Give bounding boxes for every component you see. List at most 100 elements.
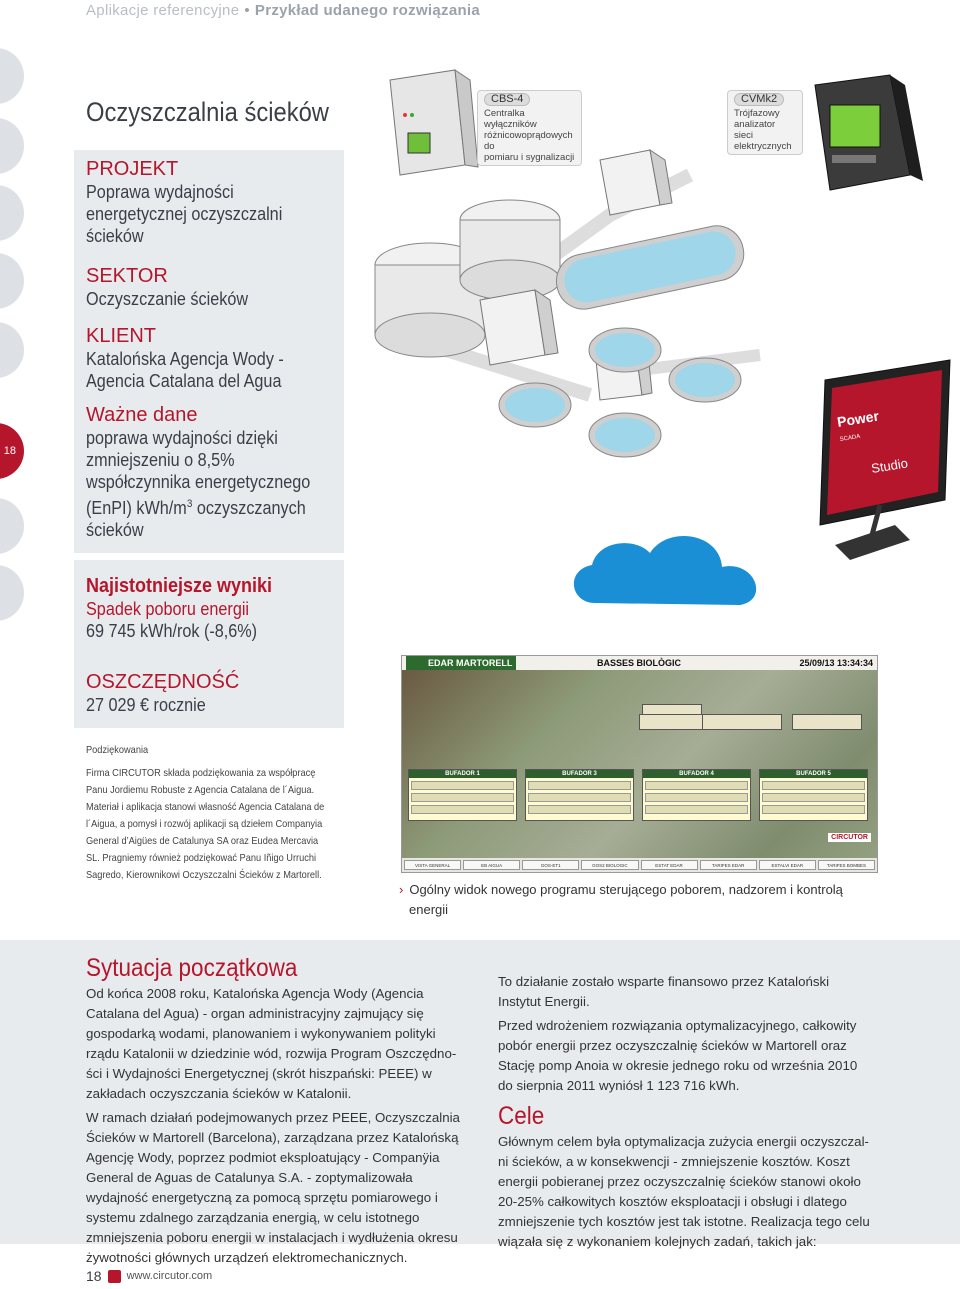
ack-line: Firma CIRCUTOR składa podziękowania za w… xyxy=(86,767,316,779)
scada-tab[interactable]: ESTALVI EDAR xyxy=(758,860,816,870)
scada-tab[interactable]: GOS2 BIOLOGIC xyxy=(581,860,639,870)
text-line: W ramach działań podejmowanych przez PEE… xyxy=(86,1110,460,1125)
results-label: Najistotniejsze wyniki xyxy=(86,575,273,597)
text-line: 20-25% całkowitych kosztów eksploatacji … xyxy=(498,1194,847,1209)
savings-block: OSZCZĘDNOŚĆ 27 029 € rocznie xyxy=(86,670,336,716)
text-line: zmniejszenie tych kosztów jest tak istot… xyxy=(498,1214,870,1229)
circutor-logo: CIRCUTOR xyxy=(828,833,871,842)
breadcrumb-section: Aplikacje referencyjne xyxy=(86,2,240,19)
goals-paragraph: Głównym celem była optymalizacja zużycia… xyxy=(498,1132,898,1252)
side-tab[interactable] xyxy=(0,565,24,621)
enpi-text-end: oczyszczanych xyxy=(192,498,306,518)
consumption-paragraph: Przed wdrożeniem rozwiązania optymalizac… xyxy=(498,1016,898,1096)
scada-timestamp: 25/09/13 13:34:34 xyxy=(799,658,873,668)
situation-paragraph: W ramach działań podejmowanych przez PEE… xyxy=(86,1108,466,1268)
text-line: To działanie zostało wsparte finansowo p… xyxy=(498,974,830,989)
project-label: PROJEKT xyxy=(86,158,179,180)
page-title: Oczyszczalnia ścieków xyxy=(86,97,329,127)
scada-indicator xyxy=(702,714,782,730)
blower-panel[interactable]: BUFADOR 5 xyxy=(759,769,868,821)
scada-tab[interactable]: VISTA GENERAL xyxy=(404,860,462,870)
situation-paragraph: Od końca 2008 roku, Katalońska Agencja W… xyxy=(86,984,466,1104)
side-tab[interactable] xyxy=(0,322,24,378)
text-line: gospodarką wodami, planowaniem i wykonyw… xyxy=(86,1026,436,1041)
enpi-text: (EnPI) kWh/m xyxy=(86,498,187,518)
side-tab[interactable] xyxy=(0,118,24,174)
blower-panel[interactable]: BUFADOR 1 xyxy=(408,769,517,821)
goals-title: Cele xyxy=(498,1102,545,1130)
text-line: energii pobieranej przez oczyszczalnię ś… xyxy=(498,1174,861,1189)
sector-text: Oczyszczanie ścieków xyxy=(86,289,249,309)
caption-arrow: › xyxy=(399,882,404,897)
key-data-label: Ważne dane xyxy=(86,404,198,426)
blower-title: BUFADOR 3 xyxy=(526,770,633,778)
key-data-text: poprawa wydajności dzięki zmniejszeniu o… xyxy=(86,427,311,541)
blower-panel[interactable]: BUFADOR 3 xyxy=(525,769,634,821)
project-panel xyxy=(74,150,344,553)
clarifier-basin-icon xyxy=(588,327,662,373)
clarifier-basin-icon xyxy=(498,382,572,428)
footer-url[interactable]: www.circutor.com xyxy=(126,1270,213,1282)
blower-panel[interactable]: BUFADOR 4 xyxy=(642,769,751,821)
building-icon xyxy=(479,288,559,366)
ack-line: Panu Jordiemu Robuste z Agencia Catalana… xyxy=(86,784,315,796)
sector-block: SEKTOR Oczyszczanie ścieków xyxy=(86,264,336,310)
side-tab[interactable] xyxy=(0,253,24,309)
text-line: systemu zdalnego zarządzania energią, w … xyxy=(86,1210,420,1225)
blower-title: BUFADOR 4 xyxy=(643,770,750,778)
article-band xyxy=(0,940,960,1244)
project-line: ścieków xyxy=(86,226,144,246)
text-line: zakładach oczyszczania ścieków w Katalon… xyxy=(86,1086,352,1101)
results-block: Najistotniejsze wyniki Spadek poboru ene… xyxy=(86,574,336,642)
project-line: Poprawa wydajności xyxy=(86,182,234,202)
ack-line: l´Aigua, a pomysł i rozwój aplikacji są … xyxy=(86,818,323,830)
scada-tab[interactable]: TARIFES BOMBES xyxy=(817,860,875,870)
scada-tab[interactable]: EB AIGUA xyxy=(463,860,521,870)
key-data-line: (EnPI) kWh/m3 oczyszczanych xyxy=(86,493,311,519)
key-data-line: poprawa wydajności dzięki xyxy=(86,428,278,448)
cloud-icon xyxy=(573,536,757,605)
text-line: Stację pomp Anoia w okresie jednego roku… xyxy=(498,1058,858,1073)
side-tab-current-page[interactable]: 18 xyxy=(0,423,24,479)
clarifier-basin-icon xyxy=(668,357,742,403)
side-tab[interactable] xyxy=(0,185,24,241)
cbs4-desc-line: Centralka wyłączników xyxy=(484,108,537,130)
text-line: Catalana del Agua) - organ administracyj… xyxy=(86,1006,424,1021)
client-line: Katalońska Agencja Wody - xyxy=(86,349,284,369)
breadcrumb: Aplikacje referencyjne•Przykład udanego … xyxy=(86,2,480,19)
clarifier-basin-icon xyxy=(555,225,745,310)
page-footer: 18 www.circutor.com xyxy=(86,1268,212,1284)
cvmk2-desc-line: analizator sieci xyxy=(734,119,776,141)
ack-line: Materiał i aplikacja stanowi własność Ag… xyxy=(86,801,325,813)
client-label: KLIENT xyxy=(86,325,157,347)
caption-line: energii xyxy=(409,902,449,917)
circutor-logo-icon xyxy=(107,1269,121,1283)
scada-tab[interactable]: TARIFES EDAR xyxy=(699,860,757,870)
results-sub: Spadek poboru energii xyxy=(86,599,250,619)
text-line: Od końca 2008 roku, Katalońska Agencja W… xyxy=(86,986,424,1001)
project-block: PROJEKT Poprawa wydajności energetycznej… xyxy=(86,157,336,247)
text-line: General de Aguas de Catalunya S.A. - zop… xyxy=(86,1170,413,1185)
client-text: Katalońska Agencja Wody - Agencia Catala… xyxy=(86,348,311,392)
scada-tab[interactable]: GOS-ET1 xyxy=(522,860,580,870)
key-data-line: współczynnika energetycznego xyxy=(86,472,311,492)
text-line: do sierpnia 2011 wyniósł 1 123 716 kWh. xyxy=(498,1078,740,1093)
scada-tab-bar: VISTA GENERAL EB AIGUA GOS-ET1 GOS2 BIOL… xyxy=(402,858,877,872)
side-tab[interactable] xyxy=(0,48,24,104)
ack-line: SL. Pragniemy również podziękować Panu I… xyxy=(86,852,317,864)
clarifier-basin-icon xyxy=(588,412,662,458)
text-line: rządu Katalonii w dziedzinie wód, rozwij… xyxy=(86,1046,457,1061)
scada-indicator xyxy=(792,714,862,730)
scada-view-title: BASSES BIOLÒGIC xyxy=(597,658,682,668)
text-line: wydajność energetyczną za pomocą sprzętu… xyxy=(86,1190,438,1205)
text-line: zmniejszenia poboru energii w instalacja… xyxy=(86,1230,458,1245)
breadcrumb-subsection: Przykład udanego rozwiązania xyxy=(254,2,481,19)
installation-illustration: Power Studio SCADA xyxy=(374,68,951,605)
side-tab[interactable] xyxy=(0,498,24,554)
text-line: ni ścieków, a w konsekwencji - zmniejsze… xyxy=(498,1154,850,1169)
cbs4-device-icon xyxy=(389,68,479,176)
situation-title: Sytuacja początkowa xyxy=(86,954,298,982)
cvmk2-desc-line: Trójfazowy xyxy=(734,108,780,119)
scada-tab[interactable]: ESTAT EDAR xyxy=(640,860,698,870)
results-value: 69 745 kWh/rok (-8,6%) xyxy=(86,621,258,641)
